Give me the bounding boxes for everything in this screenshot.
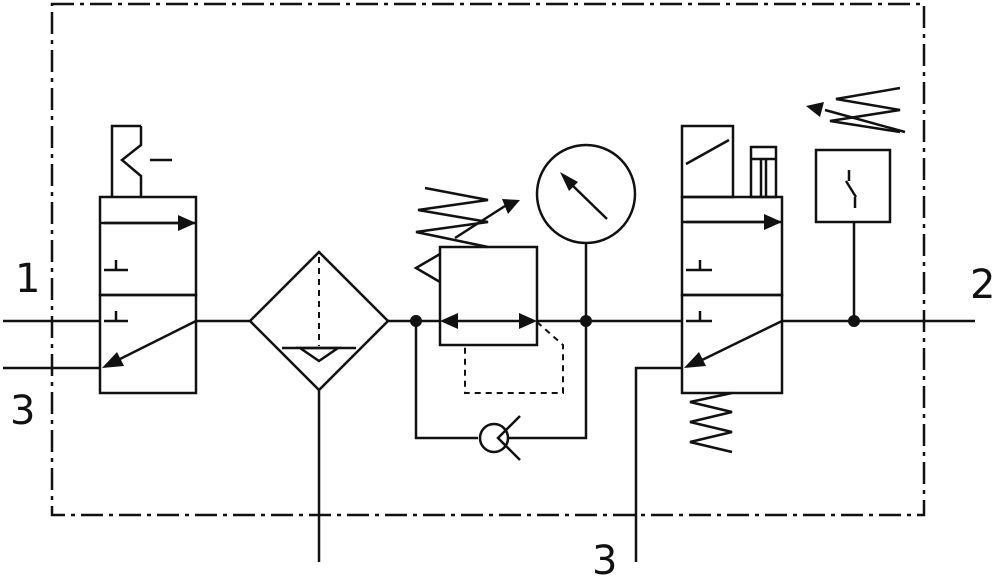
- bottom-exhaust-line: [634, 366, 682, 562]
- port-label-3-left: 3: [10, 388, 35, 434]
- pressure-switch: [806, 86, 906, 321]
- pressure-gauge: [535, 143, 637, 321]
- port-label-2: 2: [970, 262, 995, 308]
- pressure-regulator: [413, 186, 564, 394]
- unit-enclosure-boundary: [50, 2, 926, 517]
- manual-shutoff-valve: [98, 124, 198, 395]
- bypass-check-valve: [414, 321, 588, 461]
- port-label-3-bottom: 3: [592, 538, 617, 579]
- solenoid-valve: [680, 124, 784, 454]
- port-label-1: 1: [15, 256, 40, 302]
- filter-water-separator: [248, 250, 390, 562]
